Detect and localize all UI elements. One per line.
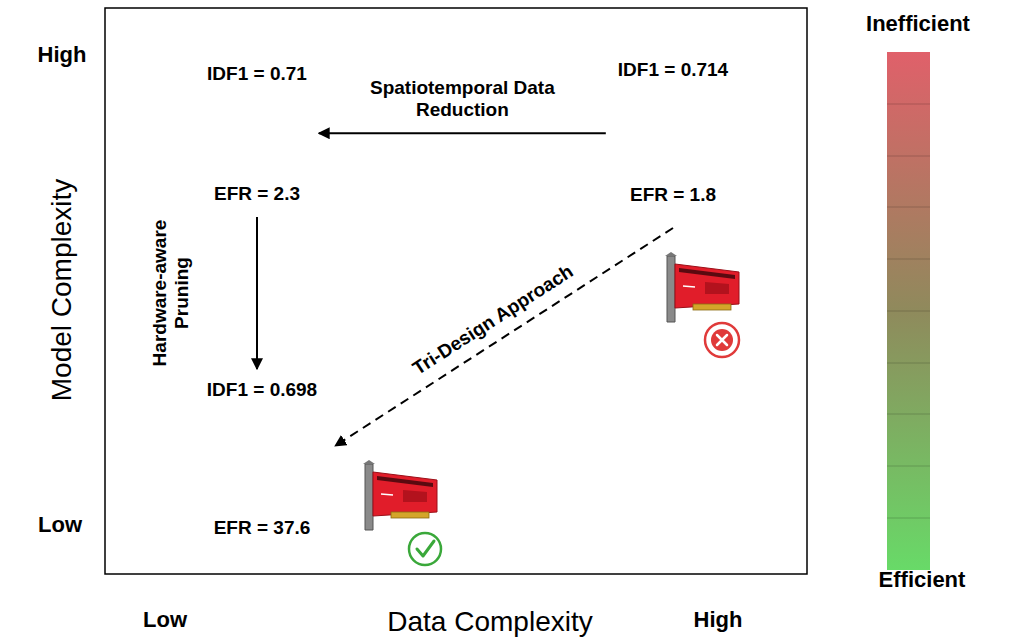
- efficiency-bar: [887, 52, 930, 570]
- idf1-score: IDF1 = 0.71: [207, 63, 307, 85]
- idf1-score: IDF1 = 0.714: [618, 59, 728, 81]
- axis-tick-label: Low: [38, 512, 82, 537]
- config-point: IDF1 = 0.71EFR = 2.3: [203, 61, 311, 207]
- scale-label: Efficient: [879, 567, 966, 592]
- config-point: IDF1 = 0.714EFR = 1.8: [614, 57, 732, 208]
- edge-label: Tri-Design Approach: [409, 260, 577, 379]
- fpga-card: [665, 252, 739, 322]
- scale-label: Inefficient: [866, 11, 970, 36]
- idf1-score: IDF1 = 0.698: [207, 379, 317, 401]
- axis-tick-label: High: [38, 42, 87, 67]
- axis-title: Model Complexity: [46, 179, 78, 402]
- axis-tick-label: High: [694, 607, 743, 632]
- edge-label: Hardware-aware Pruning: [149, 193, 193, 393]
- dashed-arrow: [335, 228, 673, 446]
- pass-icon: [409, 533, 441, 565]
- axis-tick-label: Low: [143, 607, 187, 632]
- efr-value: EFR = 1.8: [630, 184, 716, 206]
- fpga-card: [363, 460, 437, 530]
- plot-frame: [105, 8, 807, 574]
- config-point: IDF1 = 0.698EFR = 37.6: [203, 377, 321, 541]
- arrow: [319, 132, 606, 134]
- edge-label: Spatiotemporal Data Reduction: [357, 78, 567, 122]
- arrow: [256, 217, 258, 369]
- efr-value: EFR = 2.3: [214, 183, 300, 205]
- axis-title: Data Complexity: [387, 606, 592, 638]
- fail-icon: [705, 323, 739, 357]
- efr-value: EFR = 37.6: [214, 517, 311, 539]
